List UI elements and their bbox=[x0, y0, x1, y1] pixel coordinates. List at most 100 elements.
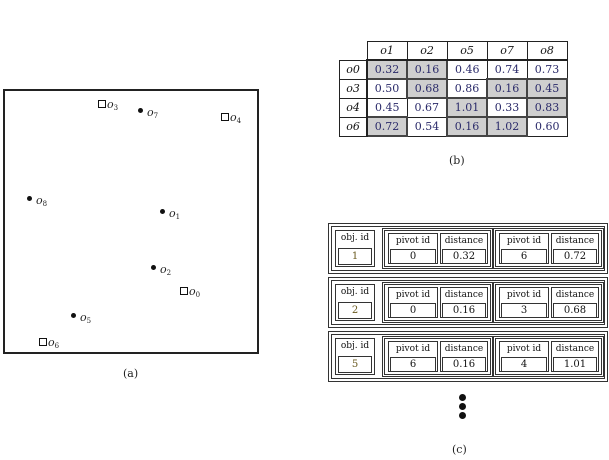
distance-label: distance bbox=[555, 236, 595, 246]
column-header: o7 bbox=[486, 41, 528, 61]
column-header: o5 bbox=[446, 41, 488, 61]
highlighted-cell: 0.72 bbox=[366, 116, 408, 137]
object-dot-marker bbox=[151, 265, 156, 270]
distance-cell: distance 1.01 bbox=[551, 341, 599, 372]
highlighted-cell: 0.68 bbox=[406, 78, 448, 99]
caption-c: (c) bbox=[452, 443, 467, 456]
pivot-id-label: pivot id bbox=[506, 344, 542, 354]
highlighted-cell: 0.45 bbox=[526, 78, 568, 99]
obj-id-label: obj. id bbox=[340, 341, 370, 351]
ellipsis-dot bbox=[459, 403, 466, 410]
distance-cell: distance 0.72 bbox=[551, 233, 599, 264]
pivot-id-cell: pivot id 0 bbox=[388, 287, 438, 318]
pivot-square-marker bbox=[221, 113, 229, 121]
table-cell: 0.46 bbox=[446, 59, 488, 80]
object-label: o0 bbox=[189, 285, 201, 299]
row-header: o3 bbox=[339, 78, 368, 99]
object-label: o2 bbox=[160, 263, 172, 277]
distance-label: distance bbox=[444, 344, 484, 354]
highlighted-cell: 0.83 bbox=[526, 97, 568, 118]
object-label: o8 bbox=[36, 194, 48, 208]
pivot-distance-pair: pivot id 6 distance 0.72 bbox=[493, 228, 604, 269]
object-dot-marker bbox=[138, 108, 143, 113]
distance-value: 0.16 bbox=[442, 357, 486, 372]
pivot-distance-pair: pivot id 6 distance 0.16 bbox=[382, 336, 493, 377]
table-cell: 0.33 bbox=[486, 97, 528, 118]
pivot-id-value: 6 bbox=[501, 249, 547, 264]
pivot-id-label: pivot id bbox=[395, 290, 431, 300]
obj-id-value: 2 bbox=[338, 302, 372, 319]
row-header: o4 bbox=[339, 97, 368, 118]
ellipsis-dot bbox=[459, 394, 466, 401]
distance-value: 1.01 bbox=[553, 357, 597, 372]
distance-label: distance bbox=[444, 236, 484, 246]
table-cell: 0.50 bbox=[366, 78, 408, 99]
distance-value: 0.72 bbox=[553, 249, 597, 264]
table-corner bbox=[340, 42, 368, 61]
object-dot-marker bbox=[71, 313, 76, 318]
obj-id-label: obj. id bbox=[340, 287, 370, 297]
table-cell: 0.67 bbox=[406, 97, 448, 118]
row-header: o6 bbox=[339, 116, 368, 137]
pivot-id-label: pivot id bbox=[395, 236, 431, 246]
ellipsis-dot bbox=[459, 412, 466, 419]
distance-cell: distance 0.68 bbox=[551, 287, 599, 318]
pivot-distance-pair: pivot id 0 distance 0.16 bbox=[382, 282, 493, 323]
pivot-id-cell: pivot id 6 bbox=[388, 341, 438, 372]
pivot-id-label: pivot id bbox=[395, 344, 431, 354]
column-header: o8 bbox=[526, 41, 568, 61]
pivot-id-value: 0 bbox=[390, 249, 436, 264]
highlighted-cell: 1.02 bbox=[486, 116, 528, 137]
distance-value: 0.68 bbox=[553, 303, 597, 318]
pivot-id-cell: pivot id 3 bbox=[499, 287, 549, 318]
table-cell: 0.73 bbox=[526, 59, 568, 80]
caption-b: (b) bbox=[449, 154, 465, 167]
distance-label: distance bbox=[555, 344, 595, 354]
distance-cell: distance 0.16 bbox=[440, 287, 488, 318]
object-dot-marker bbox=[27, 196, 32, 201]
pivot-id-value: 4 bbox=[501, 357, 547, 372]
pivot-id-label: pivot id bbox=[506, 290, 542, 300]
object-label: o4 bbox=[230, 111, 242, 125]
object-dot-marker bbox=[160, 209, 165, 214]
pivot-id-value: 6 bbox=[390, 357, 436, 372]
highlighted-cell: 0.32 bbox=[366, 59, 408, 80]
pivot-id-cell: pivot id 0 bbox=[388, 233, 438, 264]
pivot-id-label: pivot id bbox=[506, 236, 542, 246]
distance-label: distance bbox=[555, 290, 595, 300]
pivot-distance-pair: pivot id 4 distance 1.01 bbox=[493, 336, 604, 377]
pivot-id-cell: pivot id 6 bbox=[499, 233, 549, 264]
obj-id-value: 1 bbox=[338, 248, 372, 265]
table-cell: 0.74 bbox=[486, 59, 528, 80]
caption-a: (a) bbox=[123, 367, 139, 380]
distance-value: 0.16 bbox=[442, 303, 486, 318]
pivot-distance-pair: pivot id 3 distance 0.68 bbox=[493, 282, 604, 323]
table-cell: 0.54 bbox=[406, 116, 448, 137]
object-label: o3 bbox=[107, 98, 119, 112]
pivot-square-marker bbox=[98, 100, 106, 108]
object-label: o1 bbox=[169, 207, 181, 221]
highlighted-cell: 0.16 bbox=[406, 59, 448, 80]
pivot-id-value: 3 bbox=[501, 303, 547, 318]
pivot-square-marker bbox=[180, 287, 188, 295]
object-label: o7 bbox=[147, 106, 159, 120]
object-label: o5 bbox=[80, 311, 92, 325]
highlighted-cell: 0.16 bbox=[446, 116, 488, 137]
column-header: o1 bbox=[366, 41, 408, 61]
distance-label: distance bbox=[444, 290, 484, 300]
column-header: o2 bbox=[406, 41, 448, 61]
pivot-id-value: 0 bbox=[390, 303, 436, 318]
table-cell: 0.86 bbox=[446, 78, 488, 99]
